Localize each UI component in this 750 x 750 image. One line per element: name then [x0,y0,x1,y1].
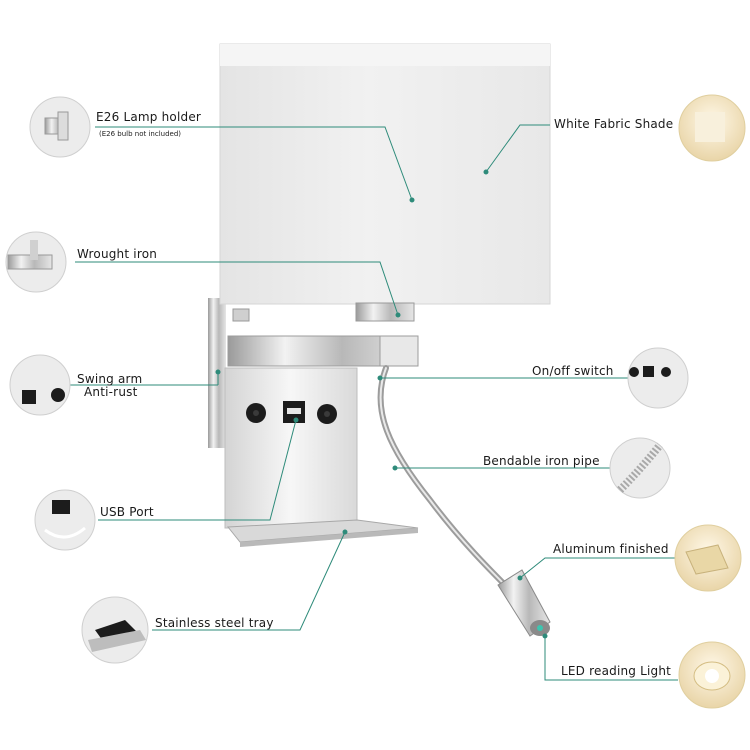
callout-swing-arm [9,354,71,416]
callout-led-light [678,641,746,709]
usb-socket [283,401,305,423]
fabric-shade [219,43,551,305]
lamp-holder [232,302,415,322]
lamp-body [224,367,358,529]
leader-lines [70,124,678,681]
label-led-light: LED reading Light [561,664,672,678]
label-lamp-holder: E26 Lamp holder [96,110,202,124]
label-stainless-tray: Stainless steel tray [155,616,274,630]
callout-lamp-holder [29,96,91,158]
label-usb-port: USB Port [100,505,154,519]
label-bendable-pipe: Bendable iron pipe [483,454,600,468]
gooseneck-pipe [377,365,513,593]
label-aluminum: Aluminum finished [553,542,669,556]
label-lamp-holder-note: (E26 bulb not included) [99,130,182,138]
wrought-iron-arm [227,335,419,367]
label-onoff-switch: On/off switch [532,364,614,378]
led-reading-head [497,569,551,637]
label-anti-rust: Anti-rust [84,385,138,399]
switch-left [246,403,266,423]
callout-white-shade [678,94,746,162]
callout-usb-port [34,489,96,551]
callout-wrought-iron [5,231,67,293]
label-swing-arm: Swing arm [77,372,143,386]
label-white-shade: White Fabric Shade [554,117,674,131]
label-wrought-iron: Wrought iron [77,247,158,261]
callout-bendable-pipe [609,437,671,499]
callout-stainless-tray [81,596,149,664]
callout-aluminum [674,524,742,592]
callout-onoff-switch [627,347,689,409]
switch-right [317,404,337,424]
stainless-steel-tray [227,519,419,547]
